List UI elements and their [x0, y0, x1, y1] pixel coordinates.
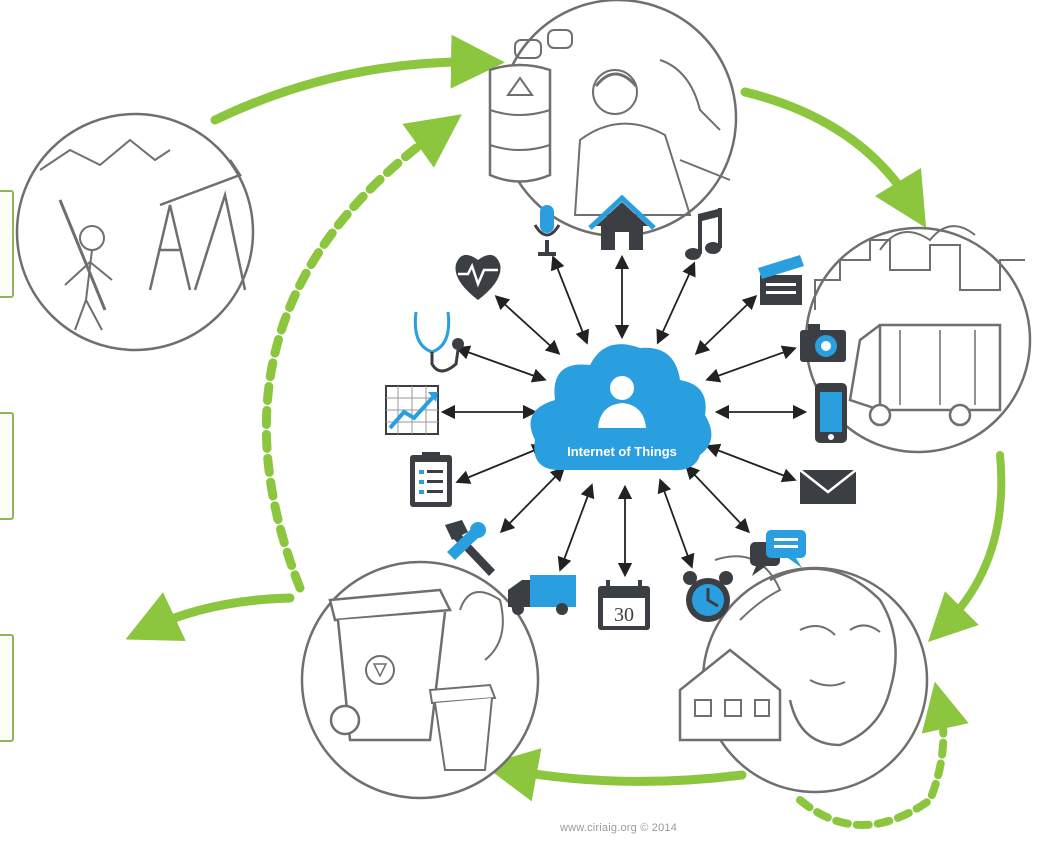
- arrow-consumer-reuse-loop: [796, 681, 969, 829]
- manufacturing-scene: [488, 0, 738, 238]
- tools-icon: [445, 520, 495, 576]
- calendar-icon: 30: [598, 580, 650, 630]
- heart-rate-icon: [455, 254, 501, 300]
- side-tab-2: [0, 412, 14, 520]
- delivery-truck-icon: [508, 575, 576, 615]
- side-tab-1: [0, 190, 14, 298]
- music-note-icon: [685, 208, 722, 260]
- home-icon: [588, 194, 656, 250]
- arrow-transport-to-consumer: [928, 451, 1006, 642]
- iot-cloud: Internet of Things: [530, 344, 712, 471]
- lifecycle-arrows: [125, 34, 1006, 829]
- microphone-icon: [533, 205, 561, 256]
- copyright-credit: www.ciriaig.org © 2014: [560, 822, 678, 834]
- waste-recycling-scene: [300, 560, 540, 800]
- arrow-consumer-to-waste: [483, 748, 747, 802]
- stethoscope-icon: [413, 311, 464, 373]
- mail-icon: [799, 469, 857, 504]
- user-icon-head: [610, 376, 634, 400]
- calendar-day: 30: [614, 604, 634, 626]
- smartphone-icon: [815, 383, 847, 443]
- clipboard-icon: [410, 452, 452, 507]
- oil-extraction-scene: [15, 112, 255, 352]
- connector-arrows: [440, 254, 808, 578]
- arrow-recycle-loop: [261, 114, 462, 593]
- clapperboard-icon: [758, 255, 804, 305]
- chart-icon: [385, 385, 439, 435]
- user-icon-body: [598, 403, 646, 428]
- consumer-scene: [678, 555, 929, 794]
- camera-icon: [800, 324, 846, 362]
- chat-bubble-icon: [750, 530, 806, 576]
- alarm-clock-icon: [683, 571, 733, 622]
- side-tab-3: [0, 634, 14, 742]
- arrow-extraction-to-manufacturing: [210, 34, 505, 125]
- arrow-manufacturing-to-transport: [740, 87, 927, 229]
- cloud-label: Internet of Things: [567, 444, 677, 459]
- arrow-waste-outflow: [125, 592, 295, 642]
